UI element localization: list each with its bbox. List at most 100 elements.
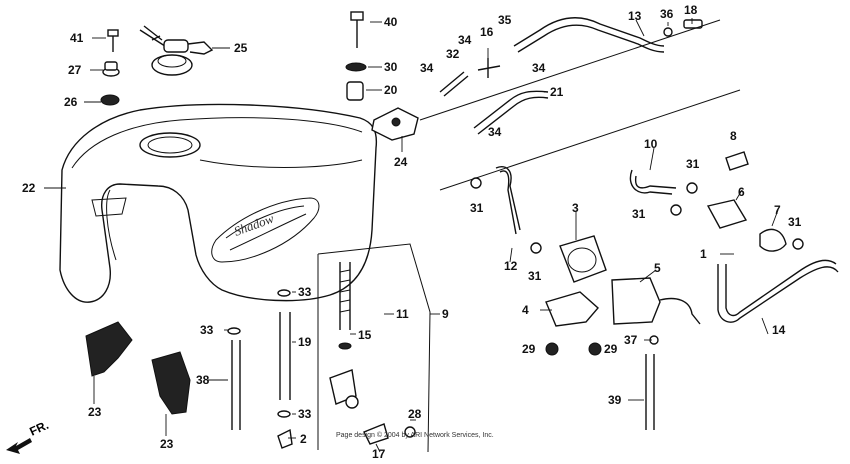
part-label-34-d: 34 <box>488 125 502 139</box>
part-label-1: 1 <box>700 247 707 261</box>
tube-32[interactable] <box>439 71 469 97</box>
screw-28[interactable] <box>404 426 416 438</box>
part-label-35: 35 <box>498 13 512 27</box>
part-label-19: 19 <box>298 335 312 349</box>
part-label-9: 9 <box>442 307 449 321</box>
part-label-20: 20 <box>384 83 398 97</box>
part-label-12: 12 <box>504 259 518 273</box>
fuel-tank[interactable]: Shadow <box>59 103 378 303</box>
clamp-31-a[interactable] <box>470 177 482 189</box>
cover-23-a[interactable] <box>85 321 133 377</box>
front-direction-arrow: FR. <box>6 420 51 454</box>
clamp-31-c[interactable] <box>686 182 698 194</box>
part-label-26: 26 <box>64 95 78 109</box>
hose-39[interactable] <box>645 354 655 430</box>
tube-19[interactable] <box>279 312 291 400</box>
part-label-6: 6 <box>738 185 745 199</box>
clamp-31-d[interactable] <box>670 204 682 216</box>
part-label-29-b: 29 <box>604 342 618 356</box>
part-label-21: 21 <box>550 85 564 99</box>
hose-14[interactable] <box>717 259 839 323</box>
frame-outline <box>419 19 741 191</box>
part-label-29-a: 29 <box>522 342 536 356</box>
part-label-31-a: 31 <box>470 201 484 215</box>
part-label-7: 7 <box>774 203 781 217</box>
part-label-34-a: 34 <box>420 61 434 75</box>
fuel-filter-6[interactable] <box>706 199 748 229</box>
fitting-17[interactable] <box>363 423 389 445</box>
bracket-24[interactable] <box>371 107 419 141</box>
clip-33-b[interactable] <box>227 327 241 335</box>
cover-23-b[interactable] <box>151 351 191 415</box>
joint-2[interactable] <box>277 428 293 449</box>
part-label-25: 25 <box>234 41 248 55</box>
part-label-17: 17 <box>372 447 386 461</box>
collar-20[interactable] <box>346 81 364 101</box>
clip-33-c[interactable] <box>277 410 291 418</box>
clamp-31-e[interactable] <box>792 238 804 250</box>
part-label-31-e: 31 <box>788 215 802 229</box>
clip-36[interactable] <box>663 27 673 37</box>
rubber-7[interactable] <box>759 228 787 252</box>
grommet-26[interactable] <box>100 94 120 106</box>
joint-16[interactable] <box>477 58 501 78</box>
nut-29-b[interactable] <box>588 342 602 356</box>
part-label-5: 5 <box>654 261 661 275</box>
leader-lines <box>44 18 779 453</box>
hose-21[interactable] <box>473 90 549 135</box>
fuel-pump-5[interactable] <box>611 277 701 325</box>
part-label-27: 27 <box>68 63 82 77</box>
clip-33-a[interactable] <box>277 289 291 297</box>
arrow-left-icon <box>6 438 32 454</box>
part-label-22: 22 <box>22 181 36 195</box>
part-label-8: 8 <box>730 129 737 143</box>
part-labels: 1 2 3 4 5 6 7 8 9 10 11 12 13 14 15 16 1… <box>22 3 802 461</box>
part-label-23-a: 23 <box>88 405 102 419</box>
part-label-33-c: 33 <box>298 407 312 421</box>
part-label-23-b: 23 <box>160 437 174 451</box>
pump-mount-3[interactable] <box>559 235 607 283</box>
part-label-14: 14 <box>772 323 786 337</box>
hose-10[interactable] <box>629 169 677 195</box>
part-label-11: 11 <box>396 307 409 321</box>
part-label-37: 37 <box>624 333 638 347</box>
part-label-24: 24 <box>394 155 408 169</box>
part-label-28: 28 <box>408 407 422 421</box>
part-label-4: 4 <box>522 303 529 317</box>
hose-13[interactable] <box>513 17 665 53</box>
mount-8[interactable] <box>725 151 749 171</box>
fuel-cap-key-set[interactable] <box>139 25 214 76</box>
fuel-valve-assembly[interactable] <box>317 243 431 453</box>
part-label-18: 18 <box>684 3 698 17</box>
part-label-33-a: 33 <box>298 285 312 299</box>
bolt-40[interactable] <box>350 11 364 48</box>
bolt-41[interactable] <box>107 29 119 52</box>
part-label-36: 36 <box>660 7 674 21</box>
part-label-2: 2 <box>300 432 307 446</box>
joint-18[interactable] <box>683 19 703 29</box>
hose-38[interactable] <box>231 340 241 430</box>
part-label-31-d: 31 <box>632 207 646 221</box>
clamp-31-b[interactable] <box>530 242 542 254</box>
part-label-15: 15 <box>358 328 372 342</box>
front-label: FR. <box>27 420 50 439</box>
part-label-38: 38 <box>196 373 210 387</box>
copyright-notice: Page design © 2004 by ARI Network Servic… <box>336 432 494 439</box>
part-label-33-b: 33 <box>200 323 214 337</box>
part-label-41: 41 <box>70 31 84 45</box>
hose-12[interactable] <box>495 166 521 235</box>
part-label-16: 16 <box>480 25 494 39</box>
part-label-34-b: 34 <box>458 33 472 47</box>
nut-29-a[interactable] <box>545 342 559 356</box>
part-label-3: 3 <box>572 201 579 215</box>
washer-30[interactable] <box>345 62 367 72</box>
part-label-10: 10 <box>644 137 658 151</box>
washer-27[interactable] <box>102 61 120 77</box>
part-label-30: 30 <box>384 60 398 74</box>
bracket-4[interactable] <box>545 291 599 327</box>
part-label-39: 39 <box>608 393 622 407</box>
part-label-31-b: 31 <box>528 269 542 283</box>
part-label-40: 40 <box>384 15 398 29</box>
part-label-32: 32 <box>446 47 460 61</box>
